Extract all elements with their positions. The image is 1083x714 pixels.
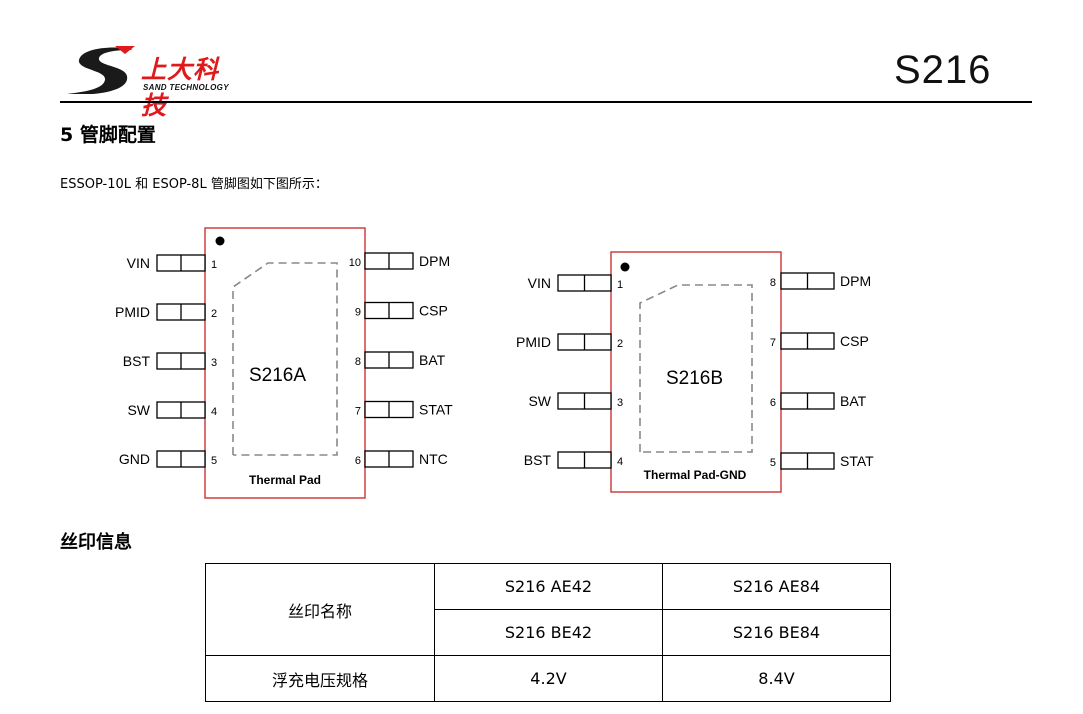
pin-number: 2 — [617, 338, 623, 350]
marking-b84: S216 BE84 — [662, 609, 891, 656]
pin-number: 9 — [355, 307, 361, 319]
pin-label: BST — [524, 452, 552, 468]
logo-en-text: SAND TECHNOLOGY — [143, 83, 229, 92]
float-voltage-42: 4.2V — [434, 655, 663, 702]
marking-a84: S216 AE84 — [662, 563, 891, 610]
pin-label: BAT — [840, 393, 867, 409]
pin-label: PMID — [115, 304, 150, 320]
pin-stat: STAT 7 — [355, 400, 453, 419]
pin-number: 2 — [211, 308, 217, 320]
pin-label: SW — [127, 402, 150, 418]
pin-pmid: PMID 2 — [516, 333, 623, 351]
pin-label: BAT — [419, 352, 446, 368]
float-voltage-label: 浮充电压规格 — [205, 655, 435, 702]
pin-gnd: GND 5 — [119, 450, 217, 468]
pin-label: BST — [123, 353, 151, 369]
doc-code: S216 — [894, 48, 992, 92]
pin-label: STAT — [419, 402, 453, 418]
pin-pmid: PMID 2 — [115, 303, 217, 321]
pin-vin: VIN 1 — [528, 274, 623, 292]
pin-number: 4 — [211, 406, 217, 418]
pin-number: 6 — [770, 397, 776, 409]
pin-label: DPM — [419, 253, 450, 269]
pin-dpm: DPM 8 — [770, 272, 871, 290]
pin-bst: BST 4 — [524, 451, 623, 469]
pin-label: DPM — [840, 273, 871, 289]
pin-dpm: DPM 10 — [349, 252, 450, 270]
pin-bst: BST 3 — [123, 352, 217, 370]
marking-a42: S216 AE42 — [434, 563, 663, 610]
pin-number: 6 — [355, 455, 361, 467]
float-voltage-84: 8.4V — [662, 655, 891, 702]
header-divider — [60, 101, 1032, 103]
thermal-pad-label-a: Thermal Pad — [249, 473, 321, 487]
pin-csp: CSP 7 — [770, 332, 869, 350]
logo-cn-text: 上大科技 — [141, 55, 220, 120]
logo-s-icon — [67, 46, 135, 94]
pin-label: VIN — [528, 275, 551, 291]
pin-number: 8 — [770, 277, 776, 289]
pin-csp: CSP 9 — [355, 301, 448, 320]
pin-label: PMID — [516, 334, 551, 350]
pin-stat: STAT 5 — [770, 452, 874, 470]
pin-number: 10 — [349, 257, 361, 269]
chip-name-s216a: S216A — [249, 365, 306, 386]
marking-table: 丝印名称 S216 AE42 S216 AE84 S216 BE42 S216 … — [205, 563, 891, 702]
pin-sw: SW 4 — [127, 401, 217, 419]
pin-label: CSP — [419, 303, 448, 319]
pin-label: CSP — [840, 333, 869, 349]
pin-number: 1 — [617, 279, 623, 291]
pin-ntc: NTC 6 — [355, 450, 448, 468]
pin-label: GND — [119, 451, 150, 467]
section-title: 5 管脚配置 — [60, 124, 156, 146]
marking-b42: S216 BE42 — [434, 609, 663, 656]
pin-label: VIN — [127, 255, 150, 271]
company-logo: 上大科技 SAND TECHNOLOGY — [63, 44, 243, 120]
thermal-pad-label-b: Thermal Pad-GND — [644, 468, 747, 482]
pin-number: 3 — [211, 357, 217, 369]
marking-name-label: 丝印名称 — [205, 563, 435, 656]
chip-name-s216b: S216B — [666, 368, 723, 389]
marking-title: 丝印信息 — [60, 532, 132, 553]
pin-sw: SW 3 — [528, 392, 623, 410]
pin-number: 4 — [617, 456, 623, 468]
pin-number: 3 — [617, 397, 623, 409]
pin-number: 5 — [211, 455, 217, 467]
pin-label: STAT — [840, 453, 874, 469]
pin-bat: BAT 6 — [770, 392, 867, 410]
pin-label: NTC — [419, 451, 448, 467]
pin-label: SW — [528, 393, 551, 409]
pin-vin: VIN 1 — [127, 254, 217, 272]
pin-bat: BAT 8 — [355, 351, 446, 369]
pin-number: 7 — [770, 337, 776, 349]
section-description: ESSOP-10L 和 ESOP-8L 管脚图如下图所示： — [60, 177, 328, 192]
pin-number: 1 — [211, 259, 217, 271]
pin-number: 5 — [770, 457, 776, 469]
pin-number: 8 — [355, 356, 361, 368]
pin-number: 7 — [355, 406, 361, 418]
